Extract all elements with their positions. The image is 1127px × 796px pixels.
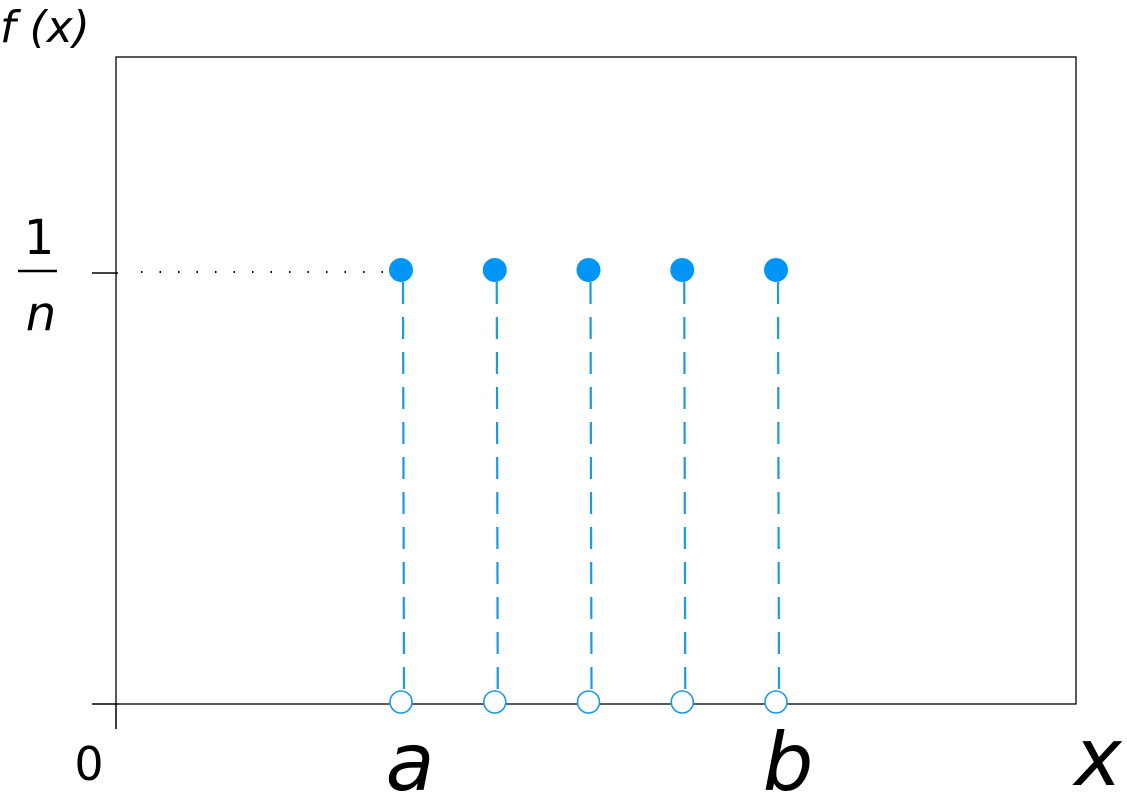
stems: [401, 281, 781, 693]
x-axis-label: x: [1071, 711, 1123, 796]
base-marker-1: [389, 690, 413, 714]
stem-1: [401, 281, 406, 693]
data-point-1: [389, 258, 413, 282]
base-markers: [389, 690, 788, 714]
data-point-2: [482, 258, 507, 282]
stem-2: [495, 281, 499, 693]
data-point-5: [764, 258, 788, 282]
base-marker-5: [764, 690, 788, 714]
y-tick-label-numerator: 1: [24, 210, 55, 266]
stem-5: [776, 281, 781, 693]
x-tick-label-origin: 0: [74, 737, 103, 791]
y-axis-label: f (x): [0, 2, 90, 53]
data-point-4: [670, 258, 695, 282]
base-marker-4: [670, 690, 695, 714]
stem-4: [683, 281, 687, 693]
base-marker-3: [576, 690, 601, 714]
top-markers: [389, 258, 788, 282]
base-marker-2: [482, 690, 507, 714]
x-tick-label-a: a: [385, 716, 434, 796]
y-tick-label-denominator: n: [26, 286, 56, 342]
plot-frame: [115, 56, 1077, 705]
x-tick-label-b: b: [763, 716, 814, 796]
data-point-3: [576, 258, 601, 282]
stem-3: [589, 281, 593, 693]
